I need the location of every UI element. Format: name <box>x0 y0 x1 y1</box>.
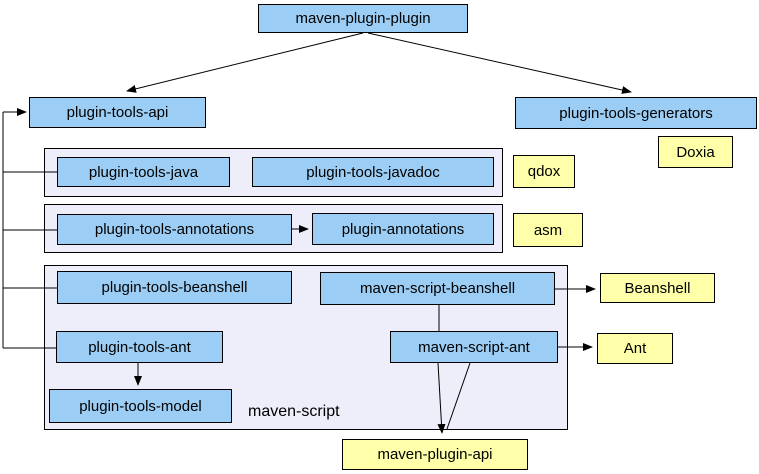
node-doxia: Doxia <box>658 136 733 168</box>
node-plugin-annotations: plugin-annotations <box>312 213 494 245</box>
node-plugin-tools-javadoc: plugin-tools-javadoc <box>252 157 494 187</box>
edge-mpp-to-generators <box>367 32 632 94</box>
node-asm: asm <box>513 213 583 247</box>
group-maven-script-label: maven-script <box>248 403 340 420</box>
node-plugin-tools-beanshell: plugin-tools-beanshell <box>57 271 292 304</box>
node-maven-script-ant: maven-script-ant <box>390 331 558 363</box>
edge-msant-to-api <box>446 362 471 430</box>
node-maven-script-beanshell: maven-script-beanshell <box>320 272 555 305</box>
node-beanshell: Beanshell <box>600 273 715 303</box>
node-plugin-tools-java: plugin-tools-java <box>57 157 230 187</box>
node-plugin-tools-annotations: plugin-tools-annotations <box>57 214 292 245</box>
node-qdox: qdox <box>513 155 575 188</box>
node-plugin-tools-generators: plugin-tools-generators <box>515 97 757 129</box>
edge-msbean-to-api <box>437 362 446 434</box>
node-maven-plugin-api: maven-plugin-api <box>342 439 528 470</box>
node-plugin-tools-ant: plugin-tools-ant <box>56 331 223 363</box>
node-plugin-tools-model: plugin-tools-model <box>49 389 232 423</box>
node-maven-plugin-plugin: maven-plugin-plugin <box>258 4 468 33</box>
node-ant: Ant <box>597 333 673 364</box>
edge-mpp-to-api <box>126 32 364 93</box>
edge-bus-to-api <box>2 112 57 349</box>
node-plugin-tools-api: plugin-tools-api <box>29 97 206 128</box>
